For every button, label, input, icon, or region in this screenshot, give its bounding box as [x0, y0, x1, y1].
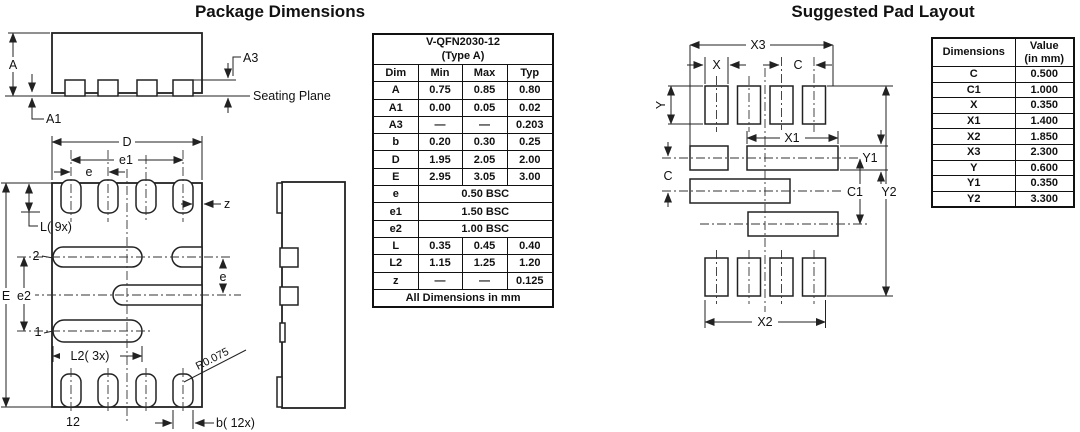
label-A1: A1	[46, 112, 61, 126]
col-dim: Dim	[372, 63, 419, 83]
label-Y: Y	[654, 100, 668, 109]
dim-L: L( 9x)	[21, 183, 72, 234]
pin-12-label: 12	[66, 415, 80, 429]
label-X1: X1	[784, 131, 799, 145]
col-value: Value (in mm)	[1014, 37, 1075, 67]
label-C1: C1	[847, 185, 863, 199]
label-D: D	[122, 135, 131, 149]
col-max: Max	[461, 63, 508, 83]
label-Y2: Y2	[881, 185, 896, 199]
dim-L2: L2( 3x)	[52, 346, 143, 363]
pin-2-label: 2	[33, 249, 40, 263]
pad-layout-centerlines	[662, 57, 868, 312]
suggested-pad-layout-title: Suggested Pad Layout	[791, 2, 975, 21]
dim-D: D	[51, 134, 203, 180]
label-L2-count: L2( 3x)	[71, 349, 110, 363]
label-C-top: C	[793, 58, 802, 72]
dim-Y2: Y2	[827, 85, 902, 297]
col-typ: Typ	[506, 63, 554, 83]
package-side-profile-view	[276, 181, 346, 409]
dim-C-left: C	[661, 142, 675, 207]
col-dimensions: Dimensions	[931, 37, 1016, 67]
col-min: Min	[417, 63, 463, 83]
table-title: V-QFN2030-12 (Type A)	[372, 33, 554, 65]
dim-b: b( 12x)	[155, 410, 255, 430]
dim-E: E	[0, 182, 52, 408]
label-X3: X3	[750, 38, 765, 52]
dim-A3: A3	[224, 51, 258, 113]
pad-layout-pads	[689, 85, 839, 297]
pin-1-label: 1	[35, 325, 42, 339]
dim-C-top: C	[763, 57, 832, 72]
label-E: E	[2, 289, 10, 303]
label-Y1: Y1	[862, 151, 877, 165]
dim-e-right: e	[219, 258, 227, 294]
package-side-view: A A1 A3 Seating Plane	[5, 32, 331, 126]
package-dimensions-title: Package Dimensions	[194, 2, 366, 21]
label-e-right: e	[220, 270, 227, 284]
pad-layout-drawing: X3 X C Y C	[654, 38, 902, 329]
label-X2: X2	[757, 315, 772, 329]
table-header-row: Dim Min Max Typ	[372, 63, 554, 83]
label-b-count: b( 12x)	[216, 416, 255, 430]
label-L-count: L( 9x)	[40, 220, 72, 234]
dim-e1: e1	[70, 152, 184, 167]
label-C-left: C	[663, 169, 672, 183]
table-title-line2: (Type A)	[441, 49, 485, 62]
table-footer-row: All Dimensions in mm	[372, 288, 554, 308]
dim-X: X	[687, 57, 746, 84]
dim-e-top: e	[54, 164, 125, 179]
dim-Y1: Y1	[840, 130, 888, 186]
label-A3: A3	[243, 51, 258, 65]
dim-X2: X2	[704, 300, 826, 329]
centerlines	[13, 150, 241, 421]
table-header-row: Dimensions Value (in mm)	[931, 37, 1075, 67]
package-drawings: A A1 A3 Seating Plane	[0, 32, 346, 430]
label-z: z	[224, 197, 230, 211]
label-X: X	[712, 58, 721, 72]
label-A: A	[9, 58, 18, 72]
dim-Y: Y	[654, 85, 703, 125]
dim-A: A	[6, 32, 50, 97]
dim-X1: X1	[746, 130, 839, 145]
label-seating-plane: Seating Plane	[253, 89, 331, 103]
dim-X3: X3	[689, 38, 834, 146]
dim-A1: A1	[28, 74, 61, 126]
dim-z: z	[181, 197, 230, 211]
dim-e2: e2	[13, 256, 35, 332]
label-e2: e2	[17, 289, 31, 303]
table-row: z——0.125	[372, 271, 554, 290]
label-e-top: e	[86, 165, 93, 179]
table-title-line1: V-QFN2030-12	[426, 36, 501, 48]
dim-C1: C1	[842, 158, 869, 225]
label-e1: e1	[119, 153, 133, 167]
package-bottom-view: D e1 e L( 9x) 2	[0, 134, 255, 430]
table-row: A3——0.203	[372, 115, 554, 135]
